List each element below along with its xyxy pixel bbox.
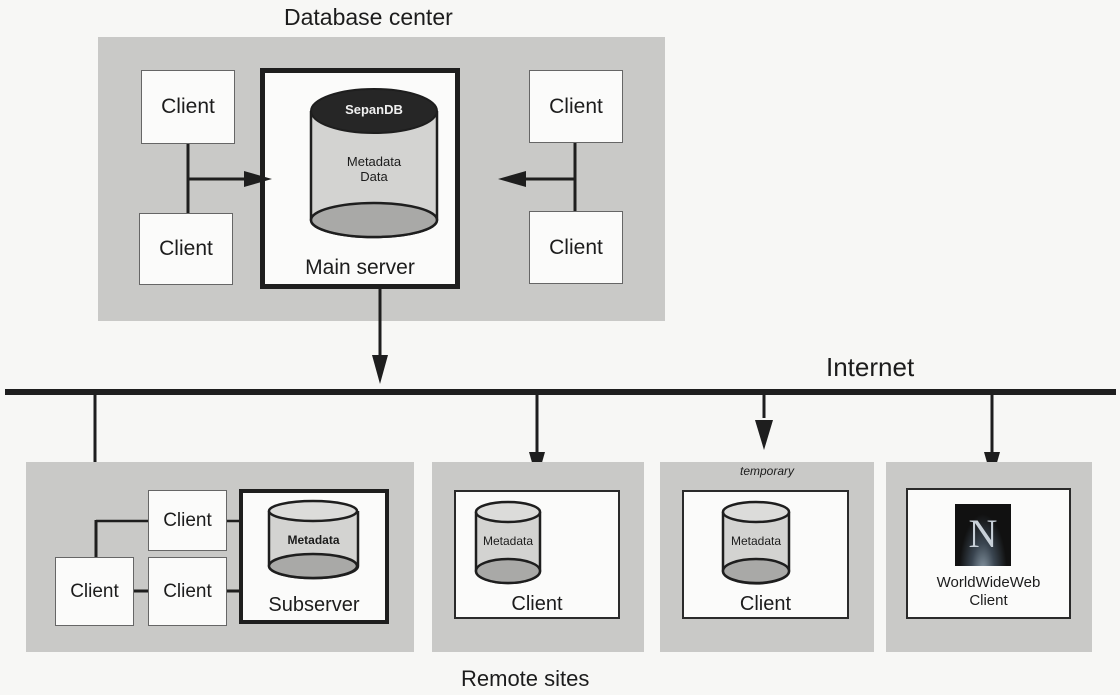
site2-metadata-label: Metadata — [482, 534, 534, 548]
main-server-label: Main server — [305, 256, 415, 279]
database-center-title: Database center — [284, 4, 453, 30]
netscape-letter: N — [968, 511, 998, 556]
client-box-top-left: Client — [141, 70, 235, 144]
arrow-left-icon — [498, 171, 526, 187]
right-clients-connector — [498, 143, 577, 211]
remote-sites-title: Remote sites — [461, 666, 590, 691]
netscape-n-icon: N — [955, 504, 1011, 566]
data-label: Data — [360, 169, 388, 184]
client-box-bottom-right: Client — [529, 211, 623, 284]
site2-client-label: Client — [511, 593, 563, 615]
client-label: Client — [163, 509, 212, 531]
site1-client-left: Client — [55, 557, 134, 626]
www-client-label-line1: WorldWideWeb — [936, 574, 1041, 591]
sepandb-cylinder-icon — [309, 88, 439, 239]
client-label: Client — [159, 237, 213, 260]
site3-client-label: Client — [739, 593, 792, 615]
client-label: Client — [549, 235, 603, 259]
site1-client-top: Client — [148, 490, 227, 551]
client-label: Client — [161, 95, 215, 118]
site3-metadata-label: Metadata — [730, 534, 782, 548]
site1-client-middle: Client — [148, 557, 227, 626]
subserver-label: Subserver — [268, 594, 360, 616]
left-clients-connector — [186, 144, 272, 213]
arrow-right-icon — [244, 171, 272, 187]
arrow-down-icon — [372, 355, 388, 384]
www-client-label-line2: Client — [969, 592, 1008, 609]
client-label: Client — [70, 580, 119, 602]
client-label: Client — [549, 94, 603, 118]
internet-label: Internet — [826, 352, 915, 382]
sepandb-label: SepanDB — [345, 102, 403, 117]
subserver-metadata-label: Metadata — [287, 533, 340, 547]
client-label: Client — [163, 580, 212, 602]
client-box-top-right: Client — [529, 70, 623, 143]
arrow-down-icon — [755, 420, 773, 450]
temporary-note: temporary — [739, 464, 795, 478]
client-box-bottom-left: Client — [139, 213, 233, 285]
metadata-label: Metadata — [346, 154, 402, 169]
